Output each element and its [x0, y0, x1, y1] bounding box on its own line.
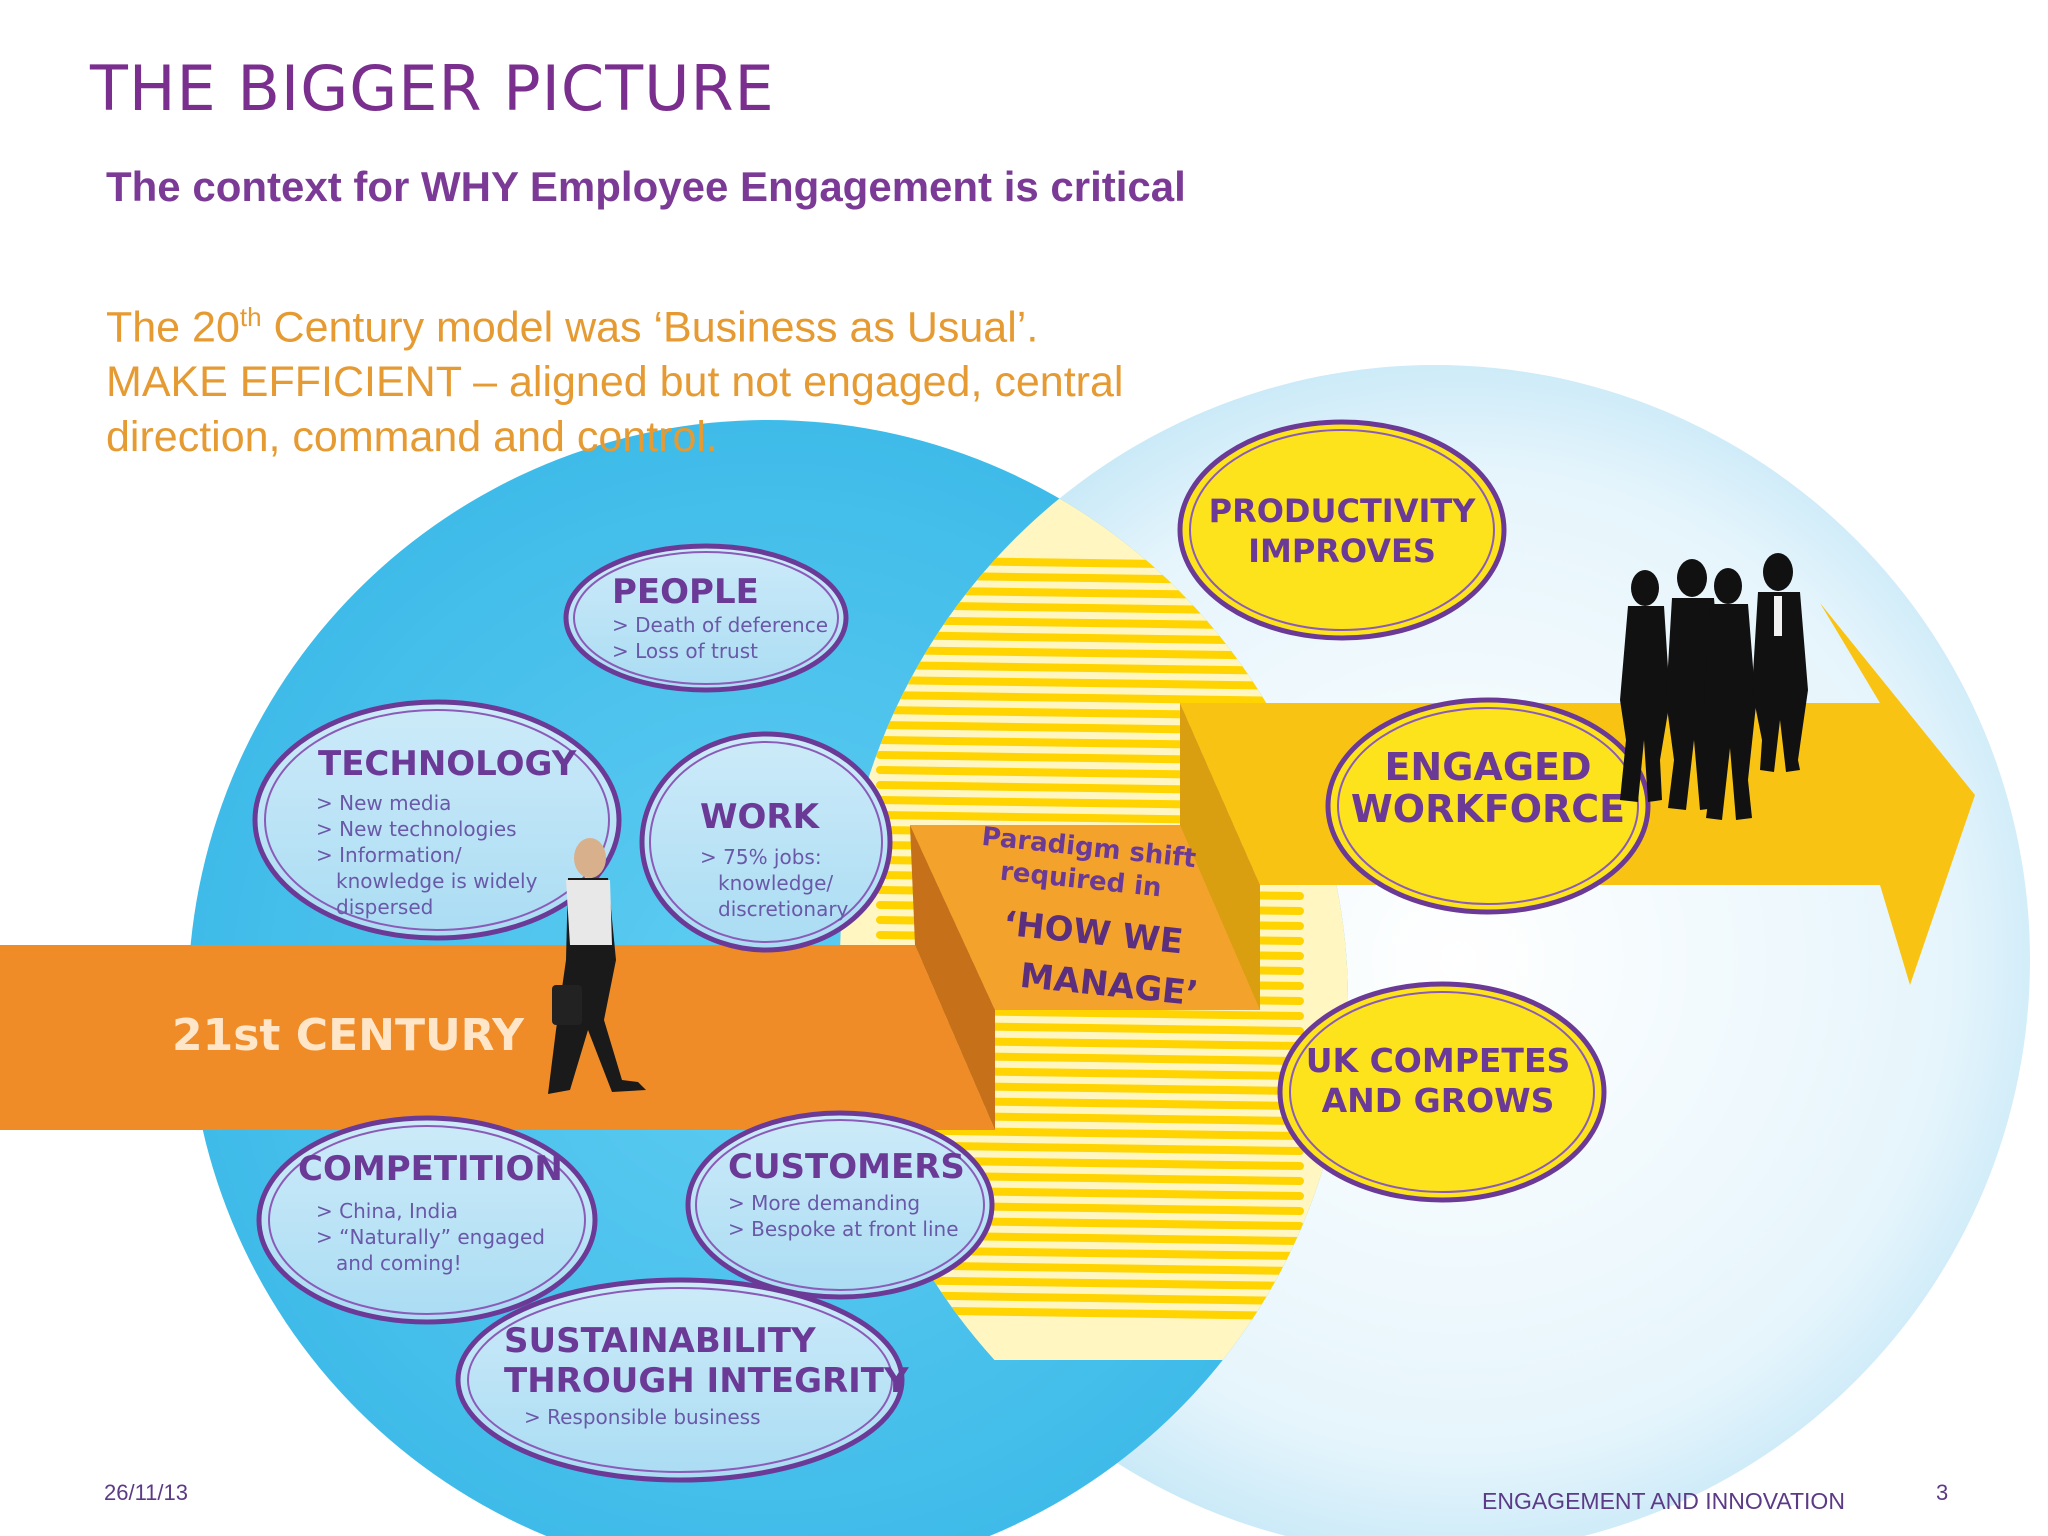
uk-line-1: UK COMPETES	[1306, 1041, 1571, 1080]
work-item-3: discretionary	[718, 897, 849, 921]
technology-item-1: > New media	[316, 791, 451, 815]
work-item-1: > 75% jobs:	[700, 845, 822, 869]
engaged-line-1: ENGAGED	[1384, 745, 1591, 789]
bubble-people: PEOPLE > Death of deference > Loss of tr…	[563, 543, 849, 693]
competition-item-2: > “Naturally” engaged	[316, 1225, 545, 1249]
productivity-line-1: PRODUCTIVITY	[1209, 492, 1477, 530]
sustainability-item-1: > Responsible business	[524, 1405, 761, 1429]
productivity-line-2: IMPROVES	[1248, 532, 1436, 570]
intro-line1-sup: th	[239, 302, 262, 332]
sustainability-title-2: THROUGH INTEGRITY	[504, 1361, 909, 1401]
engaged-line-2: WORKFORCE	[1351, 787, 1625, 831]
businessman-figure	[548, 838, 646, 1094]
technology-item-3: > Information/	[316, 843, 462, 867]
footer-label: ENGAGEMENT AND INNOVATION	[1482, 1488, 1845, 1514]
competition-item-3: and coming!	[336, 1251, 462, 1275]
bubble-customers: CUSTOMERS > More demanding > Bespoke at …	[685, 1110, 995, 1300]
people-title: PEOPLE	[612, 572, 759, 612]
footer-page-number: 3	[1936, 1480, 1949, 1505]
team-figures	[1620, 553, 1808, 820]
bubble-competition: COMPETITION > China, India > “Naturally”…	[256, 1115, 598, 1325]
sustainability-title-1: SUSTAINABILITY	[504, 1321, 816, 1361]
bubble-technology: TECHNOLOGY > New media > New technologie…	[252, 699, 622, 941]
outcome-uk: UK COMPETES AND GROWS	[1277, 981, 1607, 1203]
team-person-3	[1704, 568, 1756, 820]
bubble-sustainability: SUSTAINABILITY THROUGH INTEGRITY > Respo…	[455, 1277, 909, 1483]
connector-step	[910, 825, 1260, 1010]
century-label: 21st CENTURY	[172, 1010, 525, 1061]
technology-item-5: dispersed	[336, 895, 433, 919]
team-person-1	[1620, 570, 1670, 802]
customers-item-2: > Bespoke at front line	[728, 1217, 959, 1241]
work-title: WORK	[700, 797, 821, 837]
connector-step-side	[910, 825, 995, 1130]
outcome-productivity: PRODUCTIVITY IMPROVES	[1177, 419, 1507, 641]
competition-title: COMPETITION	[298, 1149, 563, 1189]
team-person-4	[1752, 553, 1808, 772]
intro-line1-suffix: Century model was ‘Business as Usual’.	[261, 303, 1039, 352]
slide-title: THE BIGGER PICTURE	[90, 52, 775, 125]
customers-item-1: > More demanding	[728, 1191, 920, 1215]
footer-date: 26/11/13	[104, 1480, 189, 1505]
technology-title: TECHNOLOGY	[318, 744, 577, 784]
intro-text: The 20th Century model was ‘Business as …	[106, 290, 1256, 465]
work-item-2: knowledge/	[718, 871, 833, 895]
competition-item-1: > China, India	[316, 1199, 458, 1223]
customers-title: CUSTOMERS	[728, 1147, 965, 1187]
intro-line2: MAKE EFFICIENT – aligned but not engaged…	[106, 358, 1124, 407]
intro-line1-prefix: The 20	[106, 303, 240, 352]
outcome-engaged: ENGAGED WORKFORCE	[1325, 697, 1651, 915]
bubble-work: WORK > 75% jobs: knowledge/ discretionar…	[639, 731, 893, 953]
technology-item-4: knowledge is widely	[336, 869, 538, 893]
uk-line-2: AND GROWS	[1322, 1081, 1555, 1120]
technology-item-2: > New technologies	[316, 817, 517, 841]
people-item-2: > Loss of trust	[612, 639, 758, 663]
intro-line3: direction, command and control.	[106, 413, 718, 462]
slide-subtitle: The context for WHY Employee Engagement …	[106, 163, 1186, 210]
century-band	[0, 945, 995, 1130]
people-item-1: > Death of deference	[612, 613, 828, 637]
